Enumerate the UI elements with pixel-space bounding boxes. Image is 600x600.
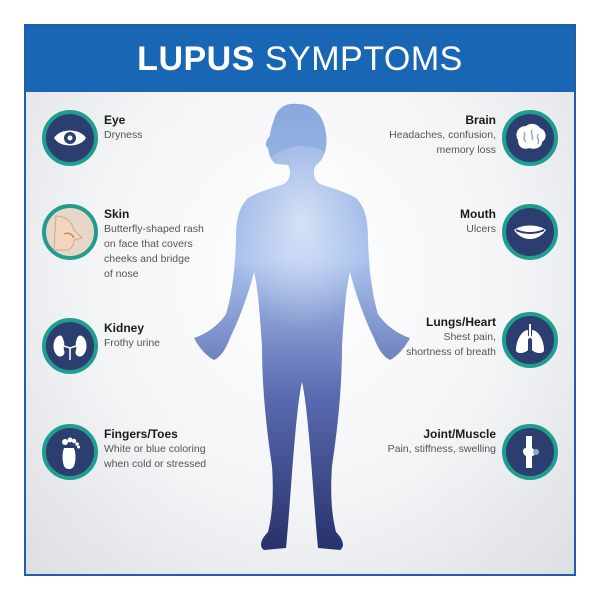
title-bold-word: LUPUS xyxy=(137,39,255,78)
infographic-frame: LUPUS SYMPTOMS Eye Dryness xyxy=(24,24,576,576)
symptom-description: Headaches, confusion, memory loss xyxy=(389,129,496,156)
symptom-name: Skin xyxy=(104,207,130,221)
symptom-name: Eye xyxy=(104,113,126,127)
symptom-name: Mouth xyxy=(460,207,496,221)
symptom-name: Fingers/Toes xyxy=(104,427,178,441)
symptom-description: Ulcers xyxy=(466,223,496,235)
symptom-description: Frothy urine xyxy=(104,337,161,349)
symptom-name: Lungs/Heart xyxy=(425,315,496,329)
symptom-name: Joint/Muscle xyxy=(423,427,496,441)
mouth-icon xyxy=(502,204,558,260)
symptom-name: Brain xyxy=(465,113,496,127)
symptom-description: Butterfly-shaped rash on face that cover… xyxy=(104,223,204,280)
title-light-word: SYMPTOMS xyxy=(264,39,463,78)
human-silhouette xyxy=(194,103,410,551)
kidney-icon xyxy=(42,318,98,374)
title-banner: LUPUS SYMPTOMS xyxy=(26,26,574,92)
eye-icon xyxy=(42,110,98,166)
symptom-description: White or blue coloring when cold or stre… xyxy=(104,443,207,470)
symptom-description: Pain, stiffness, swelling xyxy=(387,443,496,455)
lungs-icon xyxy=(502,312,558,368)
page-title: LUPUS SYMPTOMS xyxy=(137,40,463,79)
face-profile-icon xyxy=(42,204,98,260)
knee-joint-icon xyxy=(502,424,558,480)
brain-icon xyxy=(502,110,558,166)
symptom-description: Dryness xyxy=(104,129,143,141)
symptom-name: Kidney xyxy=(104,321,145,335)
foot-icon xyxy=(42,424,98,480)
symptom-description: Shest pain, shortness of breath xyxy=(406,331,496,358)
